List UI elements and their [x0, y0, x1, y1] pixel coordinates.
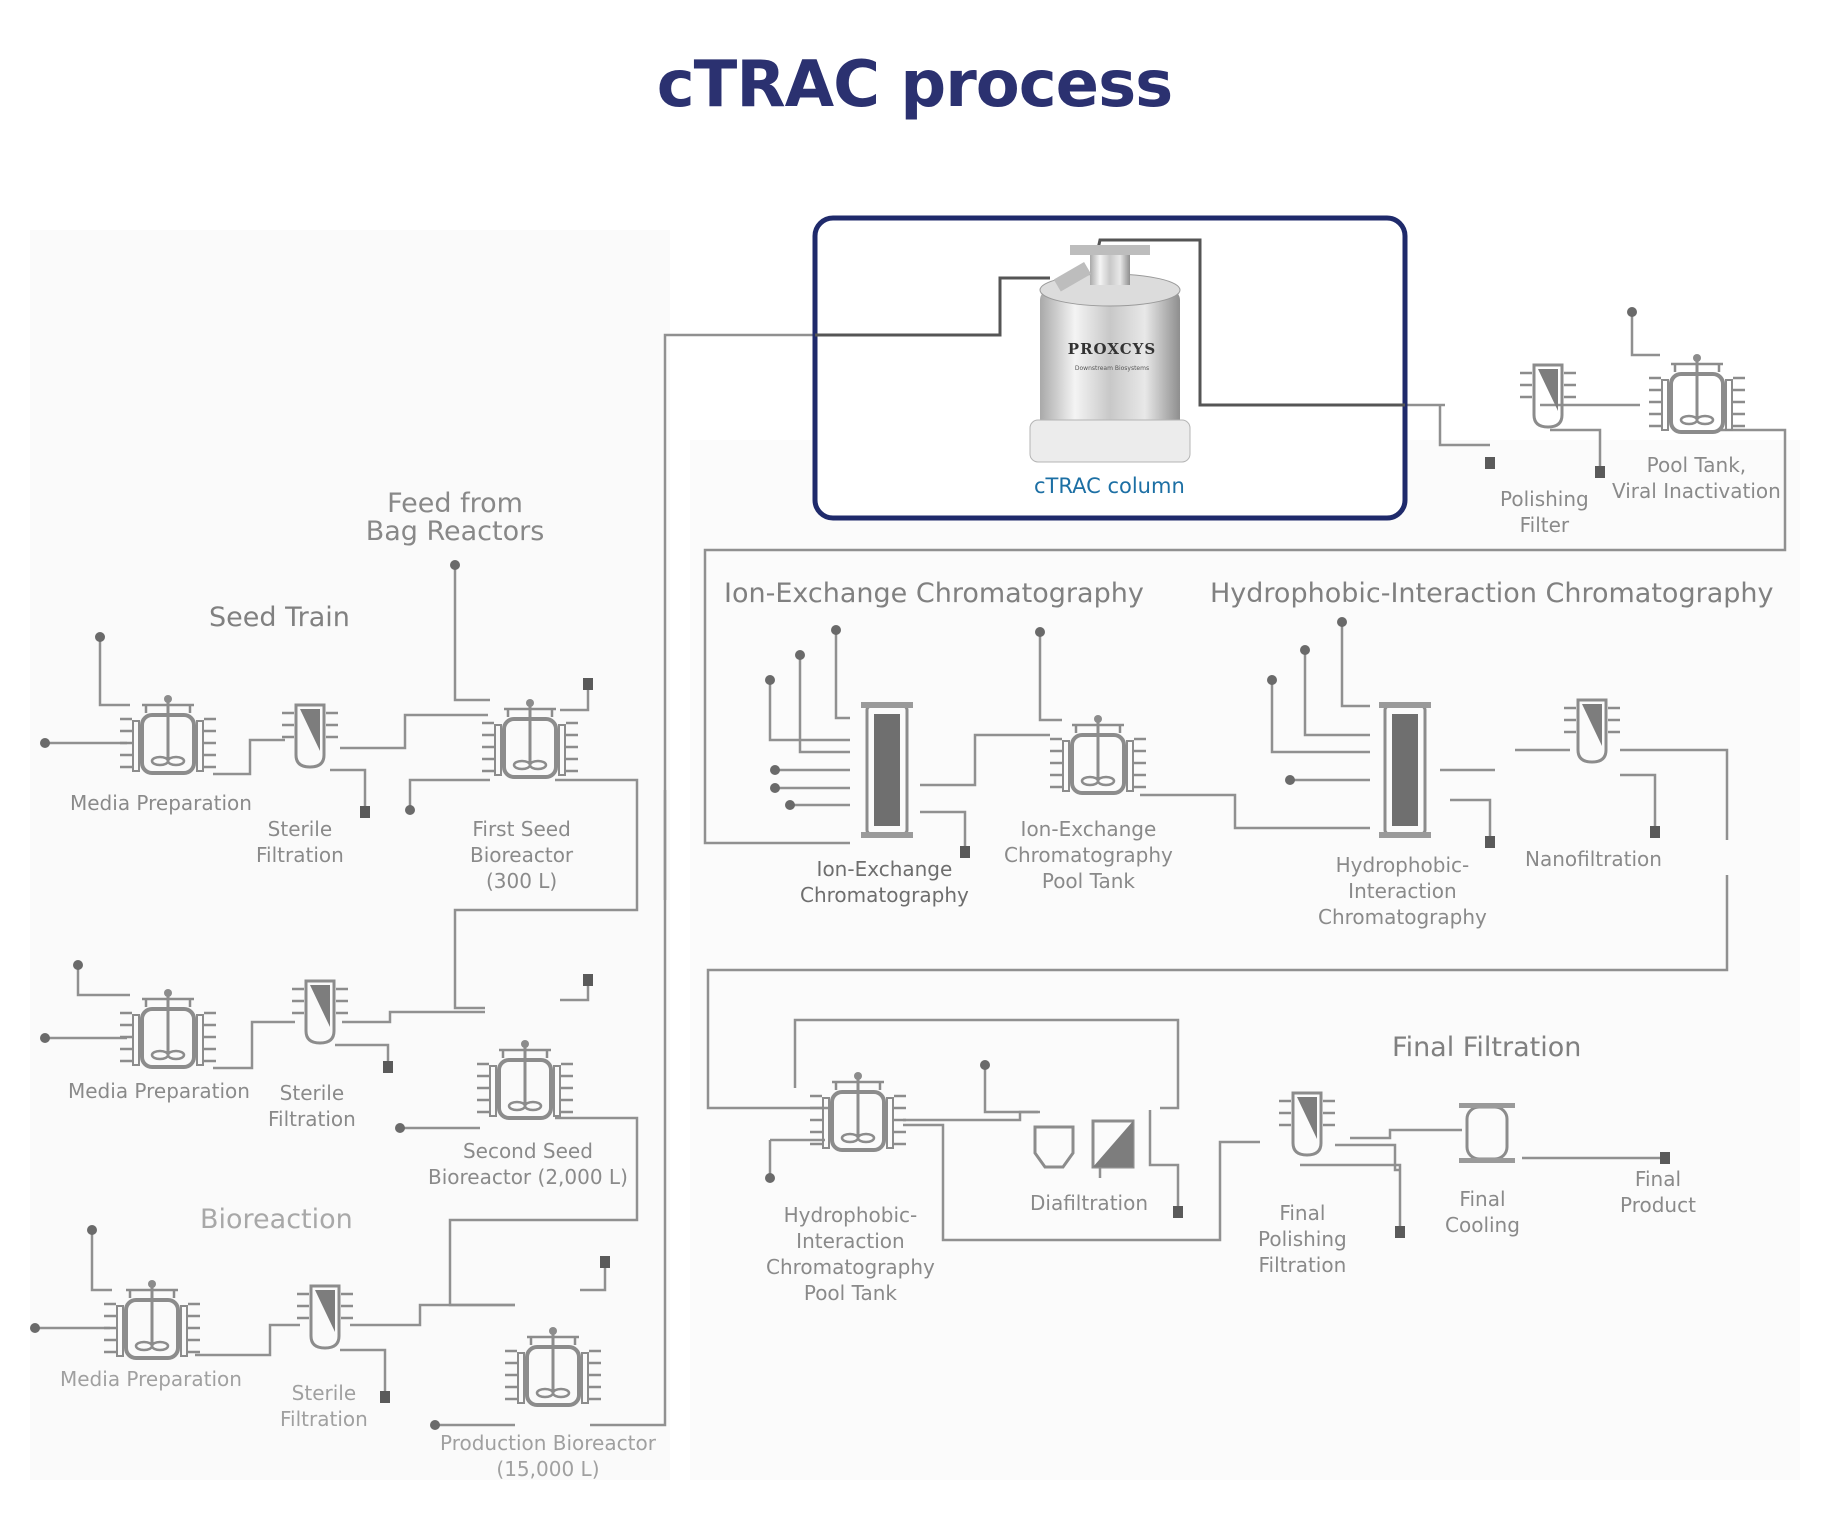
label-line: Sterile	[291, 1381, 357, 1405]
label-nanofiltration: Nanofiltration	[1525, 847, 1662, 871]
label-line: Bioreactor	[470, 843, 574, 867]
label-final-polishing: Final Polishing Filtration	[1258, 1200, 1347, 1278]
label-line: Final	[1279, 1201, 1326, 1225]
label-media-prep-2: Media Preparation	[68, 1079, 250, 1103]
label-line: Viral Inactivation	[1612, 479, 1781, 503]
label-second-seed: Second Seed Bioreactor (2,000 L)	[428, 1138, 628, 1190]
column-brand: PROXCYS	[1068, 340, 1156, 358]
label-line: Interaction	[796, 1229, 905, 1253]
label-line: Pool Tank,	[1646, 453, 1747, 477]
label-media-prep-1: Media Preparation	[70, 791, 252, 815]
label-final-cooling: Final Cooling	[1445, 1186, 1520, 1238]
column-tagline: Downstream Biosystems	[1075, 365, 1149, 372]
label-line: Pool Tank	[803, 1281, 897, 1305]
label-first-seed: First Seed Bioreactor (300 L)	[470, 816, 573, 894]
label-line: Filtration	[256, 843, 344, 867]
label-hic-unit: Hydrophobic- Interaction Chromatography	[1318, 852, 1487, 930]
section-hic: Hydrophobic-Interaction Chromatography	[1210, 578, 1774, 609]
label-hic-pool: Hydrophobic- Interaction Chromatography …	[766, 1202, 935, 1306]
label-iex-pool: Ion-Exchange Chromatography Pool Tank	[1004, 816, 1173, 894]
label-line: Final	[1459, 1187, 1506, 1211]
label-iex-unit: Ion-Exchange Chromatography	[800, 856, 969, 908]
label-line: Bioreactor (2,000 L)	[428, 1165, 628, 1189]
label-line: Sterile	[267, 817, 333, 841]
label-line: Chromatography	[1318, 905, 1487, 929]
label-sterile-3: Sterile Filtration	[280, 1380, 368, 1432]
label-final-product: Final Product	[1620, 1166, 1696, 1218]
label-line: First Seed	[472, 817, 571, 841]
label-line: Filtration	[268, 1107, 356, 1131]
label-line: Hydrophobic-	[1335, 853, 1470, 877]
section-bioreaction: Bioreaction	[200, 1204, 353, 1235]
label-line: Chromatography	[800, 883, 969, 907]
label-polishing-filter: Polishing Filter	[1500, 486, 1589, 538]
page-title: cTRAC process	[656, 48, 1174, 122]
label-line: (300 L)	[485, 869, 558, 893]
label-line: Filter	[1519, 513, 1570, 537]
label-sterile-1: Sterile Filtration	[256, 816, 344, 868]
label-diafiltration: Diafiltration	[1030, 1191, 1148, 1215]
ctrac-column-image: PROXCYS Downstream Biosystems	[1029, 245, 1191, 463]
section-final-filtration: Final Filtration	[1392, 1032, 1582, 1063]
label-line: Ion-Exchange	[816, 857, 953, 881]
label-line: Chromatography	[1004, 843, 1173, 867]
feed-label: Feed from Bag Reactors	[360, 490, 550, 546]
label-line: Product	[1620, 1193, 1696, 1217]
label-pool-tank: Pool Tank, Viral Inactivation	[1612, 452, 1781, 504]
feed-line2: Bag Reactors	[365, 516, 545, 547]
label-line: Pool Tank	[1041, 869, 1135, 893]
label-line: Final	[1634, 1167, 1682, 1191]
label-line: Polishing	[1258, 1227, 1347, 1251]
section-iex: Ion-Exchange Chromatography	[724, 578, 1144, 609]
label-line: Interaction	[1348, 879, 1457, 903]
label-line: Filtration	[280, 1407, 368, 1431]
label-line: Hydrophobic-	[783, 1203, 918, 1227]
label-sterile-2: Sterile Filtration	[268, 1080, 356, 1132]
label-media-prep-3: Media Preparation	[60, 1367, 242, 1391]
label-line: Ion-Exchange	[1020, 817, 1157, 841]
section-seed-train: Seed Train	[209, 602, 350, 633]
label-line: Second Seed	[462, 1139, 593, 1163]
ctrac-column-label: cTRAC column	[1034, 474, 1185, 498]
label-line: Polishing	[1500, 487, 1589, 511]
label-line: Chromatography	[766, 1255, 935, 1279]
label-line: Filtration	[1258, 1253, 1347, 1277]
label-line: Cooling	[1445, 1213, 1520, 1237]
label-production: Production Bioreactor (15,000 L)	[440, 1430, 656, 1482]
feed-line1: Feed from	[387, 488, 523, 519]
label-line: Production Bioreactor	[440, 1431, 656, 1455]
label-line: Sterile	[279, 1081, 345, 1105]
label-line: (15,000 L)	[496, 1457, 600, 1481]
